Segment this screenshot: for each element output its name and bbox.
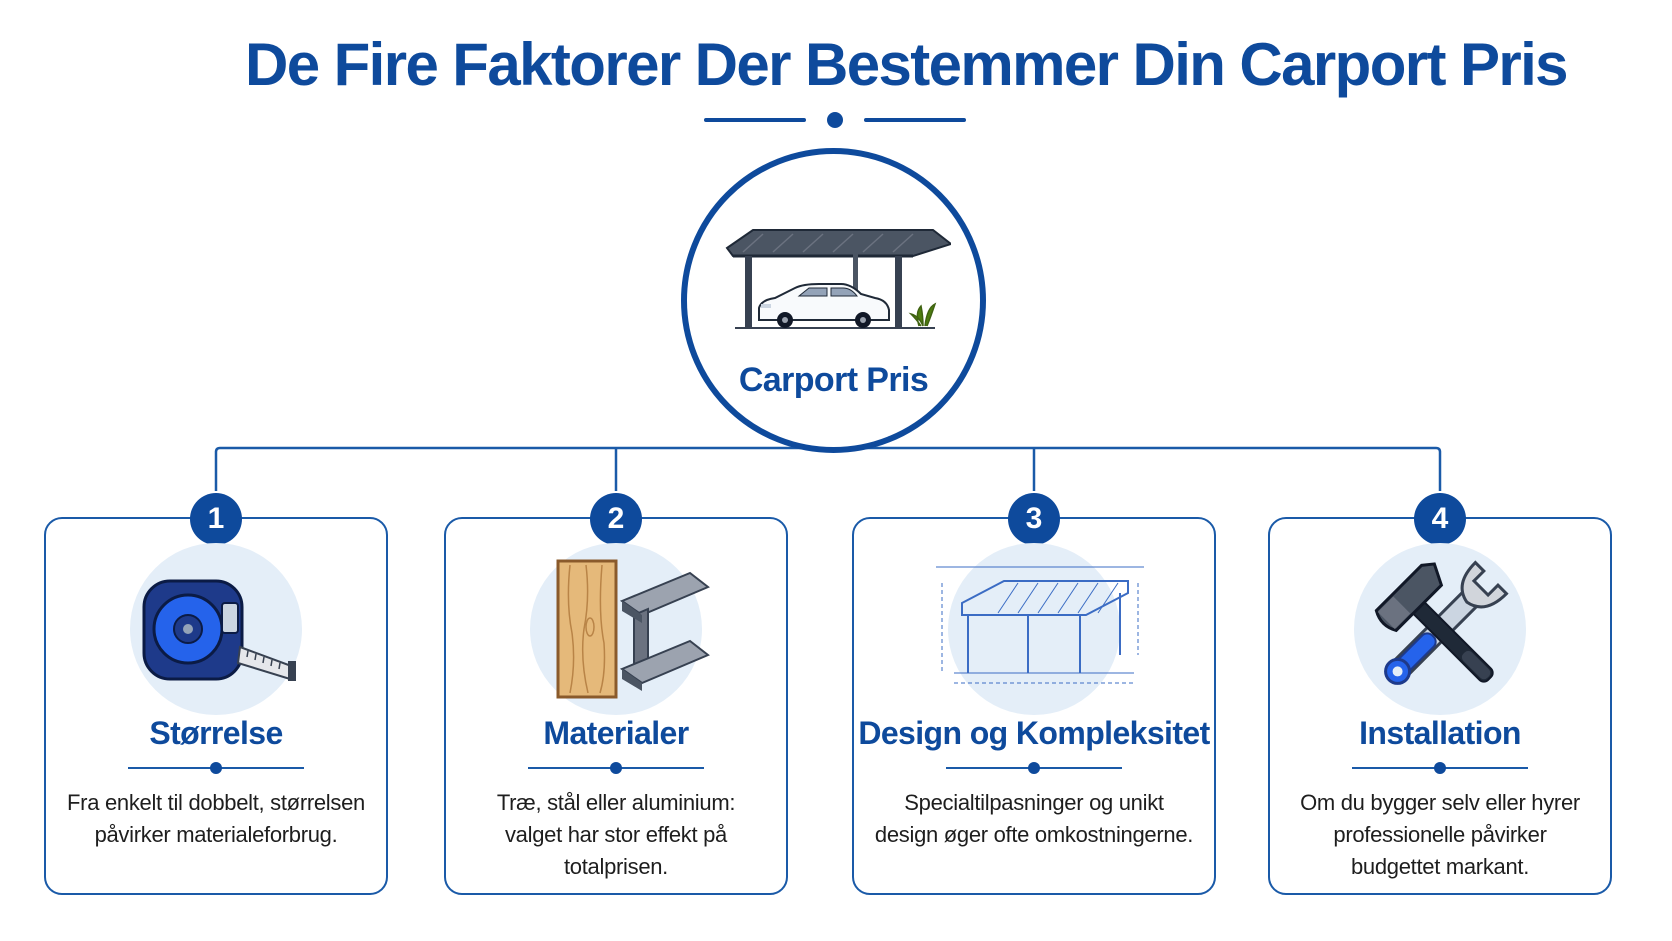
factor-card-design: 3 Design og Komple <box>852 493 1216 895</box>
page-title: De Fire Faktorer Der Bestemmer Din Carpo… <box>245 31 1569 98</box>
icon-circle <box>530 543 710 715</box>
blueprint-icon <box>936 566 1144 684</box>
card-divider <box>946 762 1122 774</box>
card-divider <box>528 762 704 774</box>
icon-circle <box>130 543 302 715</box>
factor-title: Materialer <box>543 715 689 751</box>
wrench-hammer-icon <box>1374 560 1509 685</box>
carport-price-hub: Carport Pris <box>681 148 986 453</box>
tape-measure-icon <box>142 579 296 681</box>
factor-description: Træ, stål eller aluminium: valget har st… <box>496 790 736 879</box>
factor-title: Størrelse <box>149 715 283 751</box>
factor-description: Om du bygger selv eller hyrer profession… <box>1300 790 1580 879</box>
factor-card-installation: 4 Installation Om du bygger selv eller h… <box>1268 493 1612 895</box>
step-badge-3: 3 <box>1008 493 1060 545</box>
wood-steel-icon <box>556 559 710 699</box>
title-divider <box>704 112 966 128</box>
factor-card-size: 1 Størrelse Fra enkelt til dobbelt, stør… <box>44 493 388 895</box>
carport-car-icon <box>725 229 951 329</box>
icon-circle <box>936 543 1144 715</box>
factor-card-materials: 2 Materialer Træ, stål eller aluminium: … <box>444 493 788 895</box>
factor-description: Specialtilpasninger og unikt design øger… <box>874 790 1194 847</box>
factor-title: Installation <box>1359 715 1521 751</box>
factor-title: Design og Kompleksitet <box>858 715 1210 751</box>
card-divider <box>1352 762 1528 774</box>
icon-circle <box>1354 543 1526 715</box>
factor-description: Fra enkelt til dobbelt, størrelsen påvir… <box>67 790 365 847</box>
step-badge-2: 2 <box>590 493 642 545</box>
step-badge-4: 4 <box>1414 493 1466 545</box>
hub-label: Carport Pris <box>738 361 929 399</box>
step-badge-1: 1 <box>190 493 242 545</box>
card-divider <box>128 762 304 774</box>
